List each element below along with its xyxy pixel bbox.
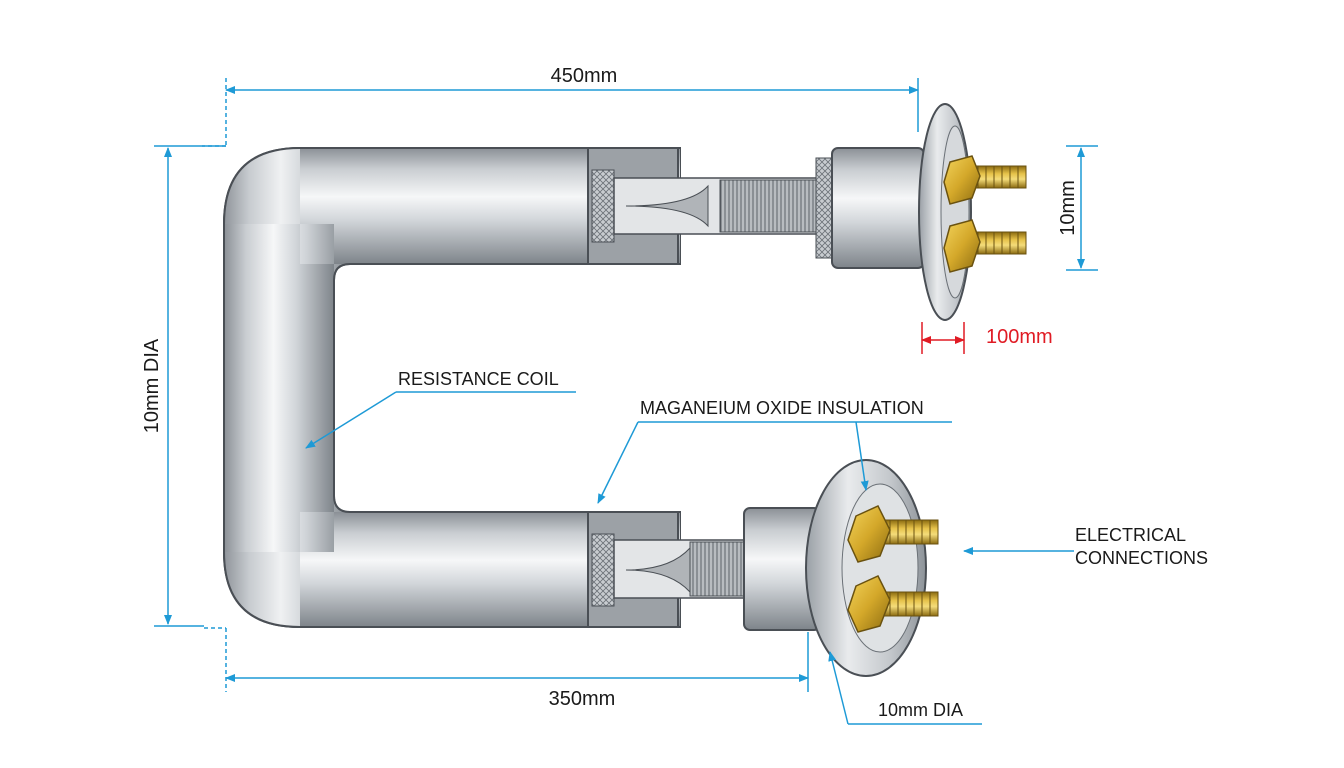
label-resistance-coil: RESISTANCE COIL bbox=[398, 369, 559, 389]
label-10mm: 10mm bbox=[1057, 180, 1079, 236]
label-overall-dia: 10mm DIA bbox=[141, 338, 163, 433]
dimension-350mm bbox=[204, 627, 809, 692]
label-450mm: 450mm bbox=[551, 65, 618, 87]
label-insulation: MAGANEIUM OXIDE INSULATION bbox=[640, 398, 924, 418]
dimension-vertical-dia bbox=[154, 145, 226, 627]
dimension-terminal-spacing bbox=[1066, 145, 1098, 271]
bottom-terminal-flange bbox=[743, 459, 927, 677]
label-sheath-dia: 10mm DIA bbox=[878, 700, 963, 720]
callout-resistance-coil bbox=[305, 391, 576, 449]
label-electrical-line1: ELECTRICAL bbox=[1075, 525, 1186, 545]
callout-insulation bbox=[597, 421, 952, 504]
label-350mm: 350mm bbox=[549, 688, 616, 710]
top-terminal-flange bbox=[831, 103, 972, 321]
label-electrical-line2: CONNECTIONS bbox=[1075, 548, 1208, 568]
top-cutaway-section bbox=[587, 147, 837, 265]
dimension-flange-thickness bbox=[921, 322, 965, 354]
label-100mm: 100mm bbox=[986, 326, 1053, 348]
bottom-cutaway-section bbox=[587, 511, 751, 628]
bottom-electrical-terminals bbox=[847, 505, 939, 633]
u-sheath-tube bbox=[223, 147, 681, 628]
callout-sheath-dia bbox=[828, 651, 982, 725]
dimension-450mm bbox=[202, 78, 919, 147]
top-electrical-terminals bbox=[943, 155, 1027, 273]
